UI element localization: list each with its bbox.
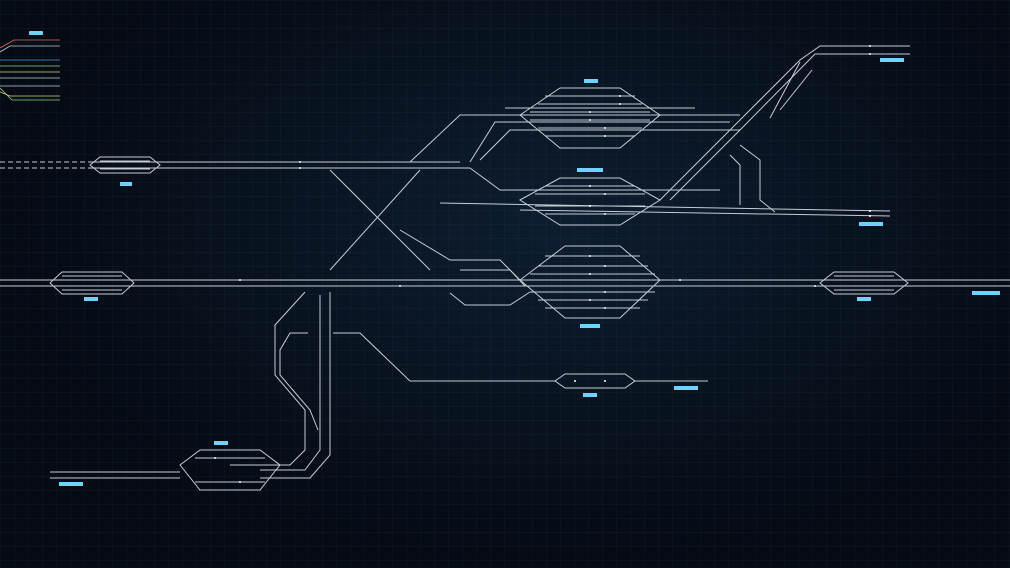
station-label — [972, 291, 1000, 295]
connecting-lines — [329, 45, 910, 306]
signal-dot — [589, 255, 591, 257]
station-label — [577, 168, 603, 172]
legend — [0, 31, 60, 101]
signal-dot — [604, 380, 606, 382]
signal-dot — [869, 53, 871, 55]
station-label — [880, 58, 904, 62]
signal-dot — [679, 279, 681, 281]
signal-dot — [869, 45, 871, 47]
signal-dot — [869, 210, 871, 212]
station-label — [583, 393, 597, 397]
legend-title-badge — [29, 31, 43, 35]
signal-dot — [604, 307, 606, 309]
signal-dot — [619, 103, 621, 105]
upper-main-line — [0, 156, 470, 174]
signal-dot — [299, 167, 301, 169]
signal-dot — [604, 265, 606, 267]
signal-dot — [589, 273, 591, 275]
signal-dot — [589, 119, 591, 121]
station-labels — [59, 58, 1000, 486]
signal-dot — [399, 285, 401, 287]
signal-dot — [604, 193, 606, 195]
signal-dot — [619, 95, 621, 97]
signal-dot — [299, 161, 301, 163]
station-label — [214, 441, 228, 445]
station-label — [859, 222, 883, 226]
signal-dot — [604, 135, 606, 137]
station-label — [857, 297, 871, 301]
signal-dot — [814, 285, 816, 287]
southwest-branch — [50, 291, 331, 491]
station-label — [84, 297, 98, 301]
signal-dot — [604, 213, 606, 215]
signal-dot — [869, 215, 871, 217]
station-label — [120, 182, 132, 186]
signal-dots — [214, 45, 871, 483]
signal-dot — [589, 205, 591, 207]
central-station-south — [519, 245, 661, 319]
signal-dot — [604, 291, 606, 293]
signal-dot — [589, 185, 591, 187]
signal-dot — [214, 457, 216, 459]
station-label — [59, 482, 83, 486]
station-label — [580, 324, 600, 328]
signal-dot — [589, 299, 591, 301]
signal-dot — [239, 279, 241, 281]
legend-lines — [0, 39, 60, 101]
signal-dot — [604, 127, 606, 129]
station-label — [674, 386, 698, 390]
signal-dot — [589, 111, 591, 113]
south-branch — [333, 332, 708, 389]
station-label — [584, 79, 598, 83]
signal-dot — [574, 380, 576, 382]
central-station-north — [505, 87, 695, 149]
lower-main-line — [0, 271, 1010, 295]
signal-dot — [239, 481, 241, 483]
